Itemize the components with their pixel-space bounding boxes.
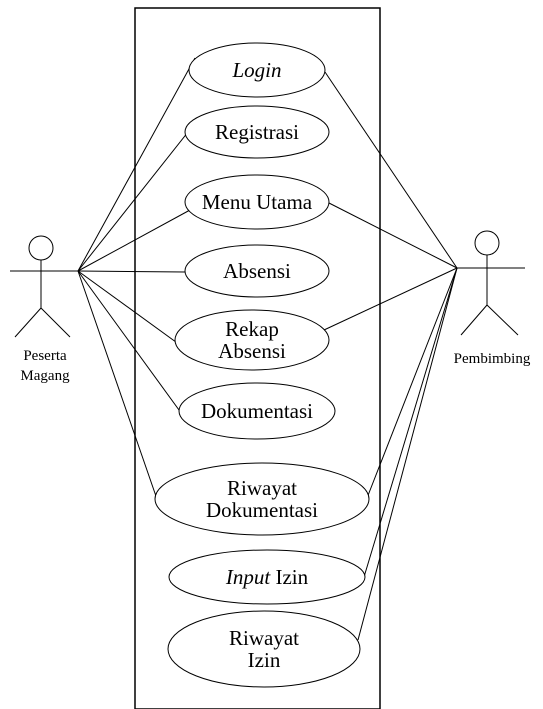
use-case-login: Login	[188, 42, 326, 98]
use-case-absensi: Absensi	[184, 244, 330, 298]
use-case-label: Absensi	[223, 259, 291, 283]
association-line-pembimbing-rekap-absensi	[323, 267, 458, 331]
association-line-pembimbing-riwayat-dokumentasi	[366, 267, 458, 499]
use-case-dokumentasi: Dokumentasi	[178, 382, 336, 440]
actor-label: Pembimbing	[454, 351, 531, 367]
use-case-label-text: Dokumentasi	[206, 498, 318, 522]
use-case-ellipse	[174, 309, 330, 371]
use-case-label: Registrasi	[215, 120, 299, 144]
use-case-label-text: Izin	[270, 565, 308, 589]
use-case-label-text: Rekap	[225, 317, 279, 341]
use-case-label: Dokumentasi	[201, 399, 313, 423]
use-case-input-izin: Input Izin	[168, 549, 366, 605]
use-case-ellipse	[184, 174, 330, 230]
stick-figure-icon	[10, 235, 78, 338]
use-case-label-text: Izin	[248, 648, 281, 672]
use-case-label: Riwayat	[229, 626, 299, 650]
use-case-ellipse	[178, 382, 336, 440]
use-case-ellipse	[188, 42, 326, 98]
actor-pembimbing: Pembimbing	[454, 230, 531, 367]
use-case-menu-utama: Menu Utama	[184, 174, 330, 230]
use-case-label: Dokumentasi	[206, 498, 318, 522]
association-line-pembimbing-input-izin	[363, 267, 458, 578]
use-case-ellipse	[167, 610, 361, 688]
association-line-peserta-rekap-absensi	[77, 270, 181, 346]
use-case-label-text: Menu Utama	[202, 190, 313, 214]
use-case-label-text: Dokumentasi	[201, 399, 313, 423]
association-line-pembimbing-menu-utama	[328, 202, 458, 269]
use-case-label-text: Absensi	[223, 259, 291, 283]
use-case-ellipse	[154, 462, 370, 536]
use-case-ellipse	[184, 105, 330, 159]
association-lines	[77, 57, 458, 641]
use-case-label: Rekap	[225, 317, 279, 341]
use-case-registrasi: Registrasi	[184, 105, 330, 159]
use-case-label: Menu Utama	[202, 190, 313, 214]
association-line-peserta-menu-utama	[77, 209, 191, 272]
association-line-peserta-login	[77, 57, 196, 272]
system-boundary	[134, 7, 381, 709]
use-case-ellipse	[184, 244, 330, 298]
use-case-label-text: Riwayat	[227, 476, 297, 500]
use-case-label-text: Absensi	[218, 339, 286, 363]
use-case-label: Riwayat	[227, 476, 297, 500]
use-case-label-text: Riwayat	[229, 626, 299, 650]
association-line-peserta-absensi	[77, 270, 186, 273]
association-line-pembimbing-riwayat-izin	[357, 267, 458, 641]
actor-peserta-magang: Peserta Magang	[10, 235, 78, 384]
stick-figure-icon	[457, 230, 525, 336]
use-case-label: Absensi	[218, 339, 286, 363]
actor-label-line-2: Magang	[20, 368, 70, 384]
use-case-label-text: Login	[231, 58, 281, 82]
use-case-label-text: Input	[225, 565, 271, 589]
use-case-label-text: Registrasi	[215, 120, 299, 144]
actor-label-line-1: Peserta	[23, 348, 67, 364]
association-line-peserta-riwayat-dokumentasi	[77, 270, 159, 503]
use-case-label: Input Izin	[225, 565, 309, 589]
association-line-peserta-dokumentasi	[77, 270, 188, 422]
use-case-label: Login	[231, 58, 281, 82]
association-line-pembimbing-login	[324, 71, 458, 269]
use-case-ellipse	[168, 549, 366, 605]
use-case-label: Izin	[248, 648, 281, 672]
